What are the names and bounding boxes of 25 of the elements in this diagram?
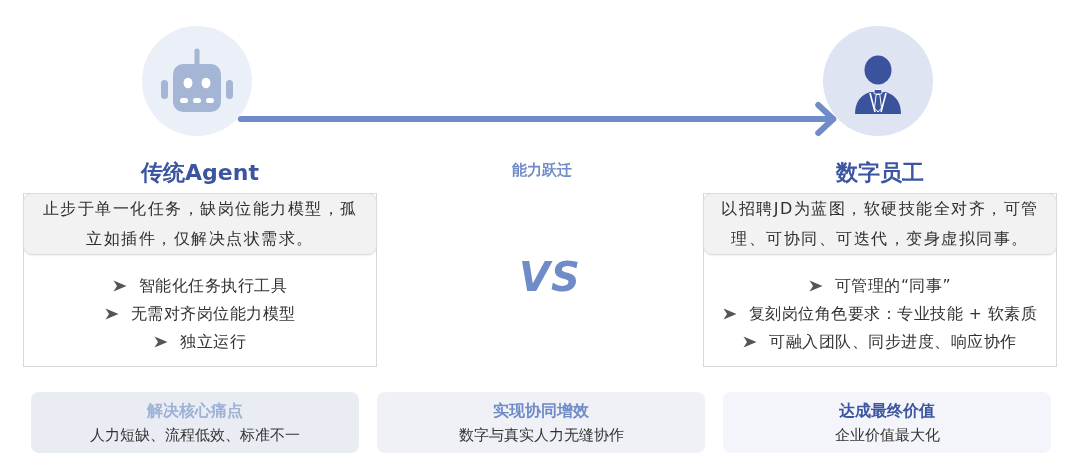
bullet-text: 可融入团队、同步进度、响应协作: [769, 332, 1017, 352]
summary-text: 止步于单一化任务，缺岗位能力模型，孤立如插件，仅解决点状需求。: [41, 198, 359, 250]
summary-text: 以招聘JD为蓝图，软硬技能全对齐，可管理、可协同、可迭代，变身虚拟同事。: [720, 198, 1040, 250]
panel-heading: 传统Agent: [141, 159, 259, 187]
edge-label: 能力跃迁: [509, 160, 574, 180]
card-title: 解决核心痛点: [147, 399, 243, 422]
card-text: 人力短缺、流程低效、标准不一: [90, 424, 300, 446]
card-text: 数字与真实人力无缝协作: [458, 424, 624, 446]
bullet-text: 智能化任务执行工具: [138, 276, 288, 296]
summary-box: [703, 193, 1057, 255]
bullet-text: 无需对齐岗位能力模型: [130, 304, 296, 324]
person-icon: [823, 26, 933, 136]
robot-icon: [142, 26, 252, 136]
bullet-text: 复刻岗位角色要求：专业技能 + 软素质: [748, 304, 1038, 324]
bullet-text: 可管理的“同事”: [834, 276, 952, 296]
panel-heading: 数字员工: [836, 159, 924, 187]
summary-box: [23, 193, 377, 255]
card-title: 实现协同增效: [493, 399, 589, 422]
comparison-panel: [23, 158, 377, 367]
card-title: 达成最终价值: [839, 399, 935, 422]
comparison-panel: [703, 158, 1057, 367]
card-text: 企业价值最大化: [834, 424, 940, 446]
arrow: [237, 102, 837, 136]
bullet-text: 独立运行: [180, 332, 246, 352]
versus-text: VS: [519, 255, 581, 299]
